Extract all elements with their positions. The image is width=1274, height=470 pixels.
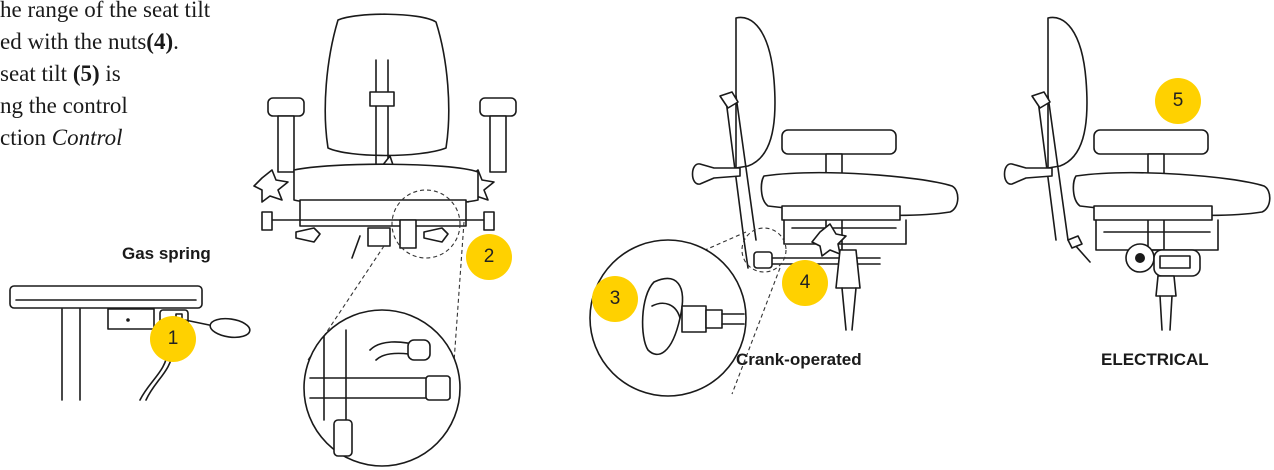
badge-4: 4 — [782, 260, 828, 306]
manual-text-block: he range of the seat tilt ed with the nu… — [0, 0, 290, 200]
chair-front-view-illustration — [253, 13, 517, 467]
chair-side-crank-illustration — [589, 16, 959, 397]
gas-spring-lever-illustration — [9, 285, 251, 401]
chair-side-electrical-illustration — [1003, 16, 1271, 331]
badge-5: 5 — [1155, 78, 1201, 124]
badge-2: 2 — [466, 234, 512, 280]
text-line-4: ng the control — [0, 93, 128, 118]
text-line-5: ction Control — [0, 125, 123, 150]
front-view-zoom-detail — [309, 329, 451, 457]
text-line-2: ed with the nuts(4). — [0, 29, 179, 54]
caption-electrical: ELECTRICAL — [1101, 350, 1209, 369]
caption-crank-operated: Crank-operated — [736, 350, 862, 369]
badge-1: 1 — [150, 316, 196, 362]
caption-gas-spring: Gas spring — [122, 244, 211, 263]
badge-3: 3 — [592, 276, 638, 322]
text-line-1: he range of the seat tilt — [0, 0, 211, 22]
crank-zoom-detail — [641, 277, 745, 355]
text-line-3: seat tilt (5) is — [0, 61, 121, 86]
